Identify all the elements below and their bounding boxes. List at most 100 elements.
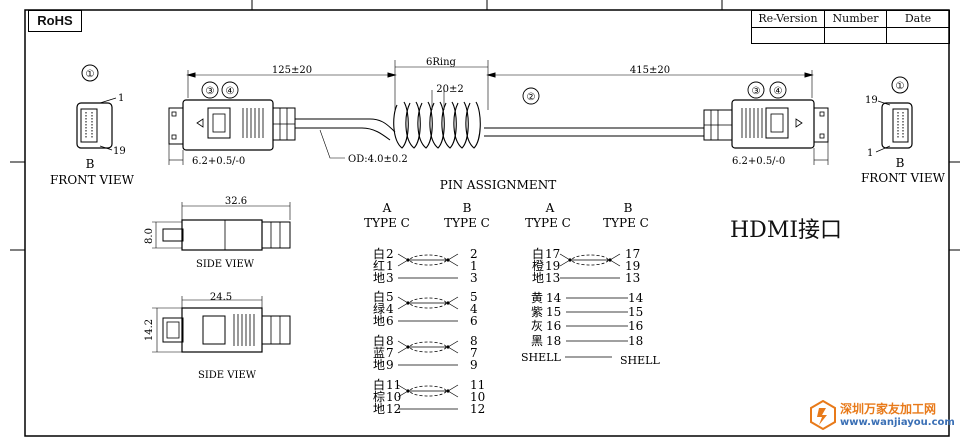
pin-junction	[406, 345, 410, 349]
pin-wire-color: 白	[373, 333, 385, 348]
pin-junction	[446, 301, 450, 305]
side2-height: 14.2	[144, 319, 155, 341]
dim-ring: 6Ring	[426, 57, 457, 68]
pin-junction	[568, 258, 572, 262]
pin-b-number: 10	[470, 390, 485, 404]
left-front-callout: ①	[86, 69, 95, 80]
callout-3-right: ③	[752, 86, 761, 97]
cable-dimensions: 125±20 6Ring 20±2 415±20 6.2+0.5/-0 6.2+…	[192, 57, 785, 167]
watermark-logo-icon	[810, 400, 836, 430]
side2-label: SIDE VIEW	[198, 370, 257, 381]
pin-lead-left	[397, 296, 409, 310]
right-front-label: FRONT VIEW	[861, 171, 946, 185]
dim-coil: 20±2	[436, 84, 463, 95]
right-pin-top: 19	[865, 95, 878, 106]
left-pin-bottom: 19	[113, 146, 126, 157]
pin-b-number: 17	[625, 247, 640, 261]
pin-b-number: 12	[470, 402, 485, 416]
pin-wire-color: 棕	[373, 389, 385, 404]
pin-wire-color: 紫	[531, 305, 543, 319]
pin-wire-color: 灰	[531, 319, 543, 333]
callout-2: ②	[527, 92, 536, 103]
pin-lead-right	[609, 253, 621, 267]
pin-a-number: 14	[546, 291, 562, 305]
pin-wire-color: 橙	[532, 258, 544, 273]
pin-a-number: 8	[386, 334, 394, 348]
callout-3-left: ③	[206, 86, 215, 97]
pin-a-number: 1	[386, 259, 394, 273]
pin-a-number: 17	[545, 247, 560, 261]
pin-a-number: 2	[386, 247, 394, 261]
pin-a-number: 11	[386, 378, 401, 392]
pin-b-number: 2	[470, 247, 478, 261]
watermark: 深圳万家友加工网 www.wanjiayou.com	[810, 398, 955, 432]
pin-wire-color: 蓝	[373, 346, 385, 360]
col-b-left-type: TYPE C	[444, 216, 490, 230]
pin-wire-color: 绿	[373, 301, 385, 316]
pin-b-number: 18	[628, 334, 643, 348]
pin-lead-right	[447, 340, 459, 354]
left-front-letter: B	[86, 157, 95, 171]
pin-wire-color: 地	[373, 314, 385, 328]
pin-a-number: 3	[386, 271, 394, 285]
pin-b-number: 19	[625, 259, 640, 273]
right-front-callout: ①	[896, 81, 905, 92]
side-view-2	[152, 296, 291, 353]
side1-width: 32.6	[225, 196, 247, 207]
pin-b-number: 1	[470, 259, 478, 273]
rev-version-header: Re-Version	[752, 11, 825, 28]
pin-b-number: 11	[470, 378, 485, 392]
watermark-url: www.wanjiayou.com	[840, 417, 955, 428]
right-front-letter: B	[896, 156, 905, 170]
col-a-left-type: TYPE C	[364, 216, 410, 230]
callout-4-left: ④	[226, 86, 235, 97]
pin-b-number: 9	[470, 358, 478, 372]
pin-b-number: 6	[470, 314, 478, 328]
pin-wire-color: 黄	[531, 291, 543, 305]
pin-a-number: 19	[545, 259, 560, 273]
pin-wire-color: 白	[532, 246, 544, 261]
shell-b: SHELL	[620, 354, 660, 367]
pin-lead-right	[447, 384, 459, 398]
left-front-label: FRONT VIEW	[50, 173, 135, 187]
side-view-1	[152, 202, 291, 251]
pin-wire-color: 地	[373, 402, 385, 416]
dim-left-tip: 6.2+0.5/-0	[192, 156, 245, 167]
col-b-left: B	[463, 201, 472, 215]
pin-a-number: 12	[386, 402, 401, 416]
pin-b-number: 15	[628, 305, 643, 319]
pin-a-number: 18	[546, 334, 561, 348]
pin-lead-left	[397, 340, 409, 354]
pin-lead-right	[447, 296, 459, 310]
left-pin-top: 1	[118, 93, 124, 104]
pin-wire-color: 白	[373, 377, 385, 392]
pin-wire-color: 地	[373, 271, 385, 285]
pin-junction	[446, 258, 450, 262]
pin-wire-color: 黑	[531, 334, 543, 348]
col-b-right: B	[624, 201, 633, 215]
pin-wire-color: 地	[532, 271, 544, 285]
pin-junction	[406, 389, 410, 393]
side2-width: 24.5	[210, 292, 232, 303]
pin-lead-left	[397, 384, 409, 398]
pin-b-number: 8	[470, 334, 478, 348]
col-b-right-type: TYPE C	[603, 216, 649, 230]
pin-lead-right	[447, 253, 459, 267]
dim-od: OD:4.0±0.2	[348, 154, 408, 165]
pin-wire-color: 白	[373, 246, 385, 261]
pin-assignment-title: PIN ASSIGNMENT	[440, 178, 556, 192]
right-front-view: ① 19 1 B FRONT VIEW	[861, 76, 946, 185]
pin-b-number: 16	[628, 319, 643, 333]
pin-a-number: 6	[386, 314, 394, 328]
side1-height: 8.0	[144, 228, 155, 244]
pin-lead-left	[397, 253, 409, 267]
